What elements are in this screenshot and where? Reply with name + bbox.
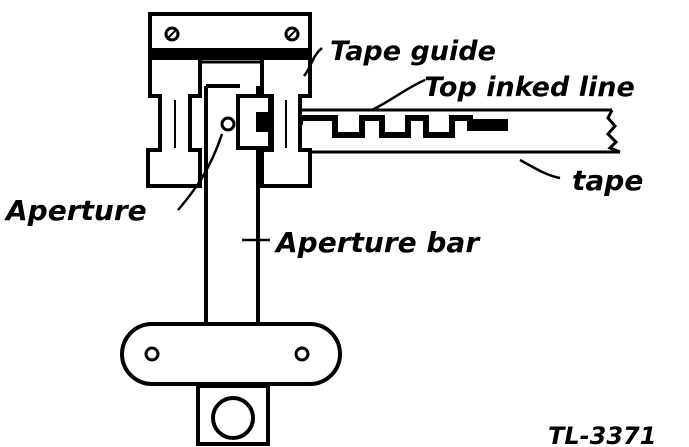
label-tape-guide: Tape guide — [330, 36, 496, 67]
crossbar-screw-left-icon — [144, 346, 160, 362]
leader-lines — [177, 47, 561, 242]
tape-guide — [146, 12, 312, 188]
label-tape: tape — [572, 164, 643, 197]
pivot-hole-icon — [211, 396, 255, 440]
inked-line-trace — [262, 115, 508, 138]
crossbar-screw-right-icon — [294, 346, 310, 362]
crossbar — [120, 322, 342, 386]
label-aperture-bar: Aperture bar — [274, 226, 481, 259]
label-aperture: Aperture — [4, 194, 147, 227]
label-figure-id: TL-3371 — [548, 422, 656, 447]
label-top-inked-line: Top inked line — [424, 72, 635, 103]
pivot-block — [196, 384, 270, 446]
tape-strip — [298, 108, 621, 154]
aperture-hole — [220, 116, 236, 132]
